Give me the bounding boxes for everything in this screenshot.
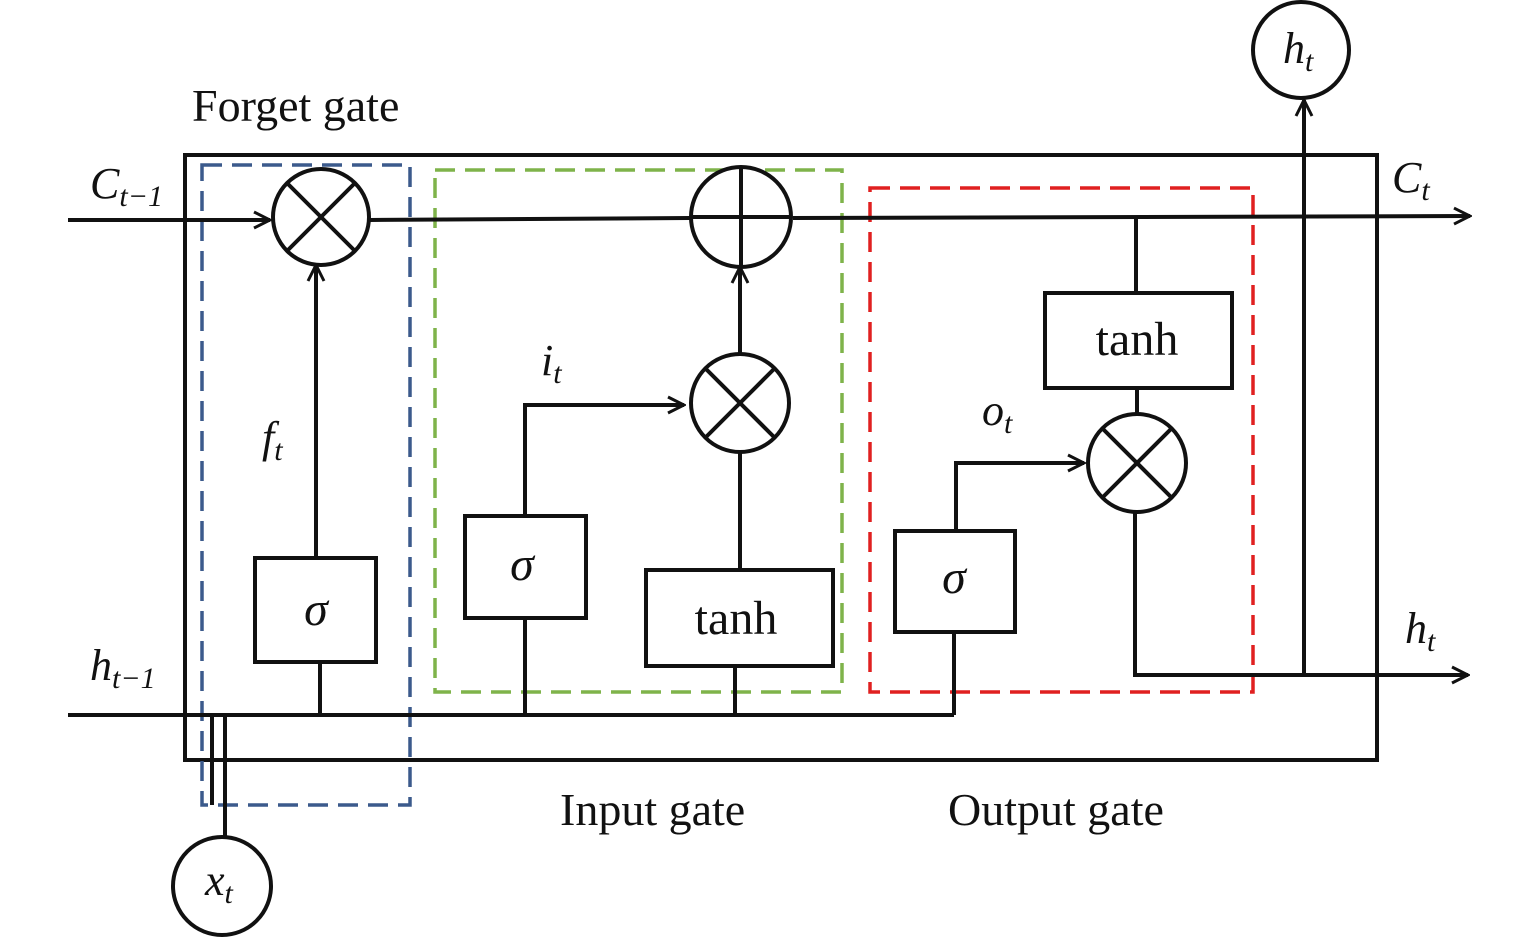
output-sigma-box	[893, 529, 1017, 634]
input-gate-label: Input gate	[560, 784, 745, 835]
c-t-label: Ct	[1392, 153, 1430, 207]
h-t-top-label: ht	[1283, 24, 1314, 78]
cell-state-line-1	[369, 216, 691, 222]
cell-boundary	[183, 153, 1379, 762]
input-sigma-label: σ	[510, 538, 536, 591]
i-t-label: it	[541, 336, 562, 390]
forget-gate-label: Forget gate	[192, 80, 399, 131]
cell-state-out-arrow	[792, 216, 1470, 218]
o-t-label: ot	[982, 386, 1013, 440]
input-tanh-label: tanh	[695, 592, 778, 645]
x-t-label: xt	[204, 856, 234, 910]
input-tanh-box	[644, 568, 835, 668]
output-sigma-label: σ	[942, 551, 968, 604]
forget-gate-region	[200, 163, 412, 807]
output-gate-region	[868, 186, 1255, 694]
xt-input-node	[171, 835, 273, 937]
input-it-line	[523, 405, 684, 516]
input-gate-region	[433, 168, 844, 694]
output-ot-line	[954, 463, 1084, 531]
c-prev-label: Ct−1	[90, 159, 163, 213]
hidden-output-line	[1133, 512, 1468, 675]
h-prev-label: ht−1	[90, 641, 156, 695]
h-t-right-label: ht	[1405, 604, 1436, 658]
f-t-label: ft	[262, 413, 283, 467]
forget-sigma-label: σ	[304, 583, 330, 636]
ht-output-node	[1251, 0, 1351, 100]
output-tanh-box	[1043, 291, 1234, 390]
output-tanh-label: tanh	[1096, 313, 1179, 366]
output-gate-label: Output gate	[948, 784, 1164, 835]
forget-sigma-box	[253, 556, 378, 664]
